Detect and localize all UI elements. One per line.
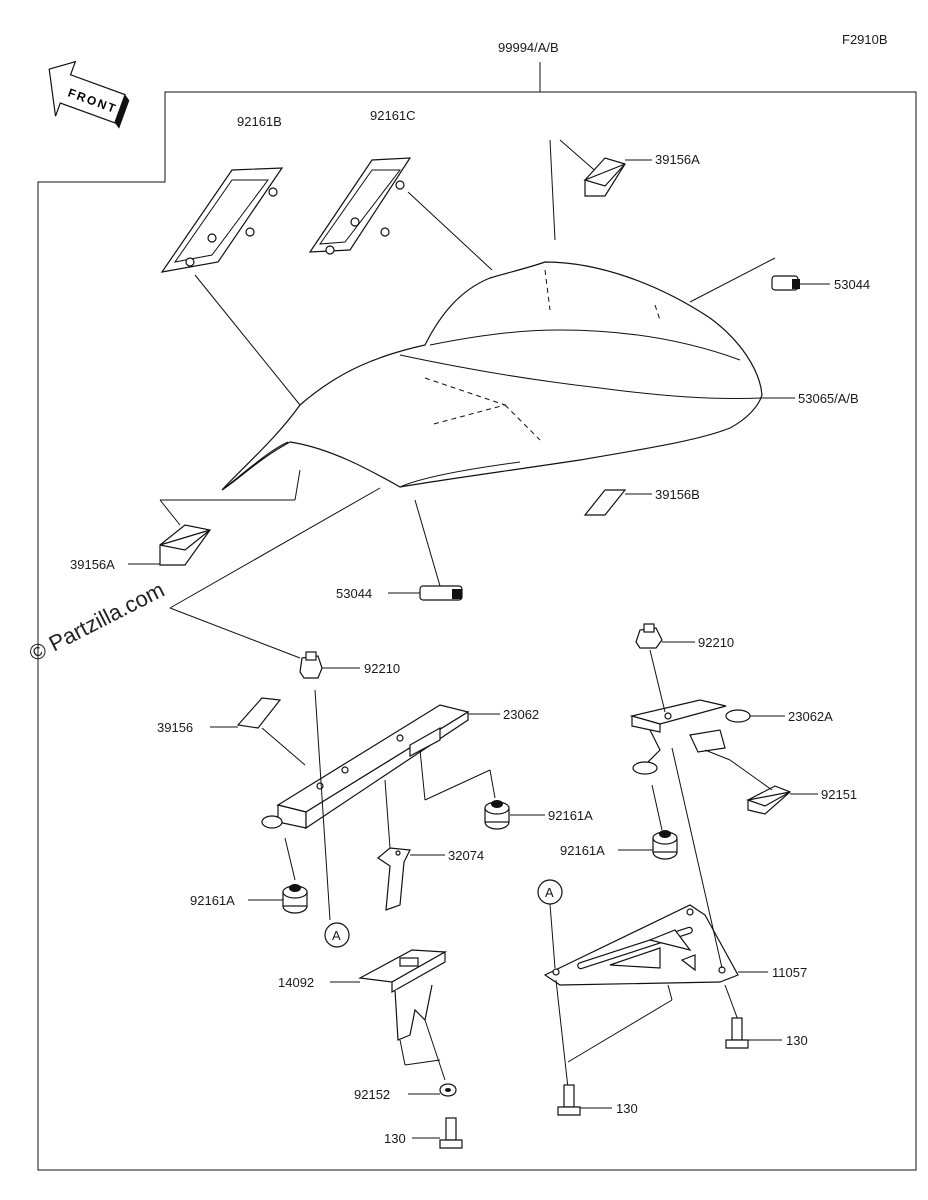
bracket-23062A bbox=[629, 699, 751, 775]
damper-92161A-2 bbox=[282, 884, 308, 914]
label-32074: 32074 bbox=[448, 848, 484, 863]
pad-39156A-left bbox=[159, 524, 212, 566]
bolt-130-2 bbox=[725, 1017, 749, 1049]
label-53065: 53065/A/B bbox=[798, 391, 859, 406]
label-11057: 11057 bbox=[772, 965, 807, 980]
label-92161B: 92161B bbox=[237, 114, 282, 129]
clip-53044-right bbox=[771, 275, 800, 291]
label-92161A-3: 92161A bbox=[560, 843, 605, 858]
label-130-1: 130 bbox=[384, 1131, 406, 1146]
bracket-92161C bbox=[308, 157, 412, 255]
label-92151: 92151 bbox=[821, 787, 857, 802]
label-92210-right: 92210 bbox=[698, 635, 734, 650]
assembly-frame bbox=[37, 88, 917, 1171]
pad-39156 bbox=[236, 697, 282, 729]
label-39156A-left: 39156A bbox=[70, 557, 115, 572]
figure-code: F2910B bbox=[842, 32, 888, 47]
bracket-32074 bbox=[376, 847, 411, 911]
pad-39156A-top bbox=[583, 157, 626, 197]
ref-marker-right-text: A bbox=[545, 885, 554, 900]
label-92210-left: 92210 bbox=[364, 661, 400, 676]
damper-92161A-3 bbox=[652, 830, 678, 860]
nut-92210-left bbox=[299, 651, 323, 679]
label-130-3: 130 bbox=[616, 1101, 638, 1116]
front-arrow-icon: FRONT bbox=[48, 60, 130, 129]
label-53044-right: 53044 bbox=[834, 277, 870, 292]
pad-92151 bbox=[745, 785, 792, 815]
label-39156A-top: 39156A bbox=[655, 152, 700, 167]
plate-11057 bbox=[543, 904, 739, 986]
label-23062: 23062 bbox=[503, 707, 539, 722]
seat-cowl bbox=[221, 261, 763, 491]
ref-marker-left bbox=[324, 922, 350, 948]
label-14092: 14092 bbox=[278, 975, 314, 990]
label-92152: 92152 bbox=[354, 1087, 390, 1102]
nut-92210-right bbox=[635, 623, 663, 649]
ref-marker-left-text: A bbox=[332, 928, 341, 943]
bolt-130-1 bbox=[439, 1117, 463, 1149]
watermark: © Partzilla.com bbox=[25, 577, 168, 667]
bracket-14092 bbox=[358, 949, 448, 1041]
bracket-23062 bbox=[261, 704, 470, 830]
clip-53044-mid bbox=[419, 585, 463, 601]
label-53044-mid: 53044 bbox=[336, 586, 372, 601]
damper-92161A-1 bbox=[484, 800, 510, 830]
label-39156: 39156 bbox=[157, 720, 193, 735]
label-92161A-2: 92161A bbox=[190, 893, 235, 908]
bracket-92161B bbox=[160, 167, 284, 273]
label-92161C: 92161C bbox=[370, 108, 416, 123]
label-130-2: 130 bbox=[786, 1033, 808, 1048]
label-23062A: 23062A bbox=[788, 709, 833, 724]
bolt-130-3 bbox=[557, 1084, 581, 1116]
label-39156B: 39156B bbox=[655, 487, 700, 502]
label-92161A-1: 92161A bbox=[548, 808, 593, 823]
pad-39156B bbox=[583, 489, 627, 516]
assembly-label: 99994/A/B bbox=[498, 40, 559, 55]
